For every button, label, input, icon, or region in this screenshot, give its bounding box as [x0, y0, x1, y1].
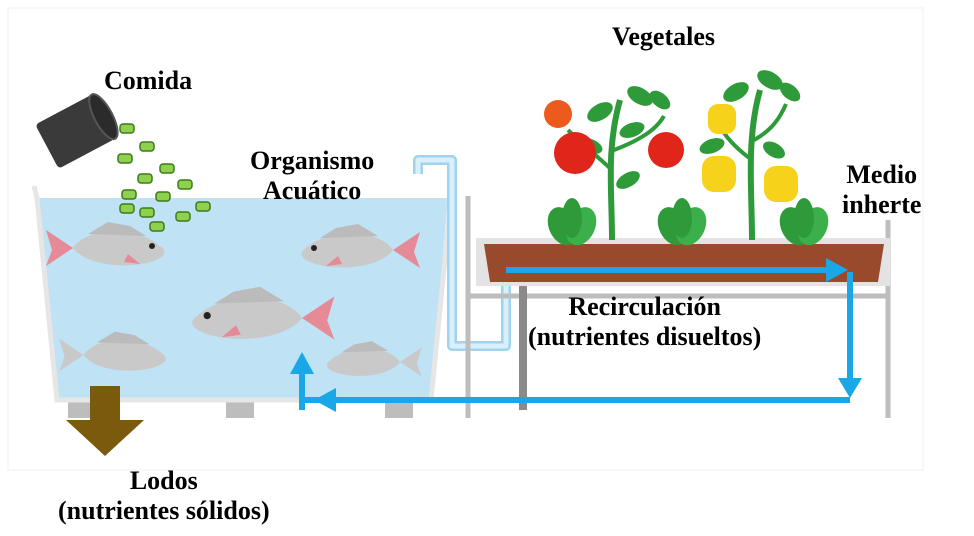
food-pellet: [121, 189, 137, 200]
tomato-icon: [544, 100, 572, 128]
grow-bed-stand: [465, 196, 891, 418]
vegetables-label-text: Vegetales: [612, 22, 716, 51]
fish-group: [46, 222, 422, 377]
lettuce-icon: [657, 198, 707, 246]
pepper-icon: [764, 166, 798, 202]
food-pellet: [119, 203, 135, 214]
aquatic-organism-label: Organismo Acuático: [250, 146, 374, 206]
arrowhead-up: [290, 352, 314, 374]
sludge-label-line2: (nutrientes sólidos): [58, 495, 270, 525]
tomato-plant-icon: [544, 86, 684, 241]
inert-medium-label: Medio inherte: [842, 160, 922, 220]
arrowhead-left: [314, 388, 336, 412]
food-pellet: [119, 123, 135, 134]
recirculation-label-line2: (nutrientes disueltos): [528, 321, 762, 351]
fish-icon: [192, 286, 335, 340]
sludge-label: Lodos (nutrientes sólidos): [58, 466, 270, 526]
flow-arrowheads: [290, 258, 862, 412]
food-pellet: [159, 163, 175, 174]
tomato-icon: [554, 132, 596, 174]
food-pellet: [139, 141, 155, 152]
recirculation-label-line1: Recirculación: [568, 292, 721, 321]
recirculation-flow: [299, 267, 853, 410]
inert-medium-label-line1: Medio: [846, 160, 918, 189]
fish-icon: [301, 224, 420, 268]
fish-icon: [59, 331, 166, 372]
aquatic-organism-label-line1: Organismo: [250, 146, 375, 175]
lettuce-icon: [547, 198, 597, 246]
food-pellet: [177, 179, 193, 190]
fish-icon: [326, 341, 422, 377]
food-pellet: [175, 211, 191, 222]
food-label-text: Comida: [104, 66, 193, 95]
grow-bed-soil: [484, 244, 884, 282]
sludge-label-line1: Lodos: [129, 466, 198, 495]
drain-post: [519, 262, 527, 410]
food-pellet: [139, 207, 155, 218]
arrowhead-down: [838, 378, 862, 398]
food-pellet: [195, 201, 211, 212]
food-can-icon: [36, 93, 119, 168]
food-label: Comida: [104, 66, 192, 96]
fish-icon: [46, 222, 165, 266]
lettuce-icon: [779, 198, 829, 246]
food-pellet: [149, 221, 165, 232]
pepper-icon: [708, 104, 736, 134]
sludge-arrow: [66, 386, 144, 456]
plants: [544, 70, 829, 246]
pepper-plant-icon: [699, 70, 801, 241]
food-pellet: [155, 191, 171, 202]
pepper-icon: [702, 156, 736, 192]
inert-medium-label-line2: inherte: [842, 189, 922, 219]
siphon-pipe-inner: [415, 157, 509, 349]
recirculation-label: Recirculación (nutrientes disueltos): [528, 292, 761, 352]
food-pellet: [117, 153, 133, 164]
aquatic-organism-label-line2: Acuático: [263, 175, 362, 205]
tomato-icon: [648, 132, 684, 168]
food-pellets: [117, 123, 211, 232]
food-pellet: [137, 173, 153, 184]
vegetables-label: Vegetales: [612, 22, 715, 52]
arrowhead-right: [826, 258, 848, 282]
